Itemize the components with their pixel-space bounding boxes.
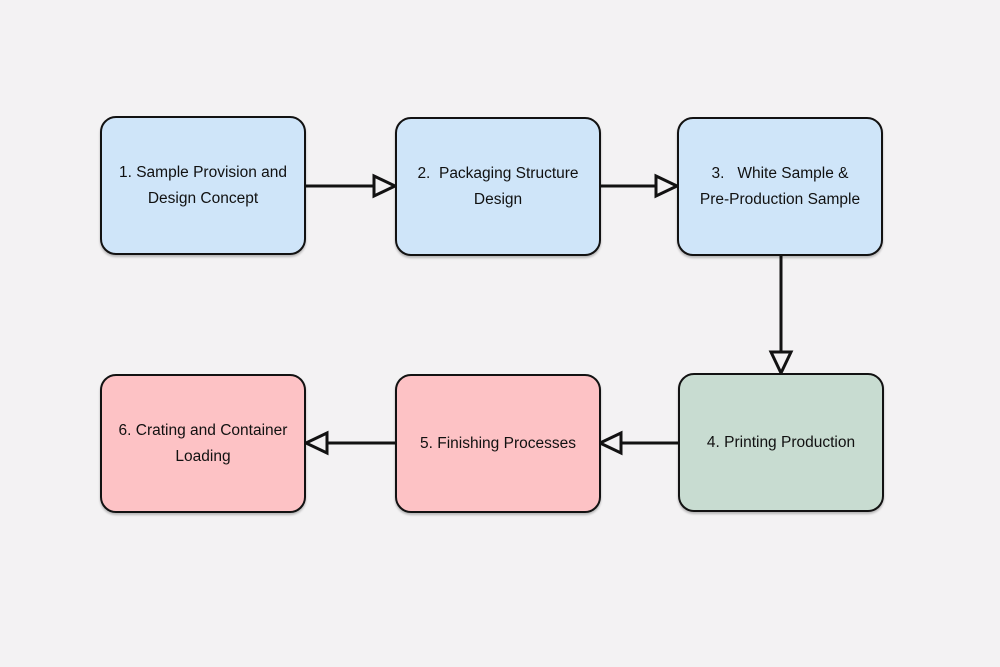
flow-node-2-label: 2. Packaging Structure Design bbox=[417, 164, 579, 208]
edge-1-2-arrowhead-icon bbox=[372, 173, 399, 199]
flow-node-1: 1. Sample Provision and Design Concept bbox=[100, 116, 306, 255]
edge-4-5-arrowhead-icon bbox=[596, 430, 623, 456]
flow-node-1-label: 1. Sample Provision and Design Concept bbox=[118, 163, 287, 207]
flow-node-3: 3. White Sample & Pre-Production Sample bbox=[677, 117, 883, 256]
edge-2-3-arrowhead-icon bbox=[654, 173, 681, 199]
flow-node-6: 6. Crating and Container Loading bbox=[100, 374, 306, 513]
edge-3-4 bbox=[768, 255, 794, 377]
edge-4-5 bbox=[596, 430, 678, 456]
flow-node-2: 2. Packaging Structure Design bbox=[395, 117, 601, 256]
flow-node-4-label: 4. Printing Production bbox=[706, 433, 856, 451]
flow-node-3-label: 3. White Sample & Pre-Production Sample bbox=[699, 164, 861, 208]
flow-node-5: 5. Finishing Processes bbox=[395, 374, 601, 513]
flow-node-6-label: 6. Crating and Container Loading bbox=[118, 421, 288, 465]
edge-3-4-arrowhead-icon bbox=[768, 350, 794, 377]
flow-node-4: 4. Printing Production bbox=[678, 373, 884, 512]
flow-node-5-label: 5. Finishing Processes bbox=[420, 434, 576, 452]
edge-5-6-arrowhead-icon bbox=[302, 430, 329, 456]
edge-1-2 bbox=[306, 173, 399, 199]
edge-2-3 bbox=[601, 173, 681, 199]
edge-5-6 bbox=[302, 430, 395, 456]
